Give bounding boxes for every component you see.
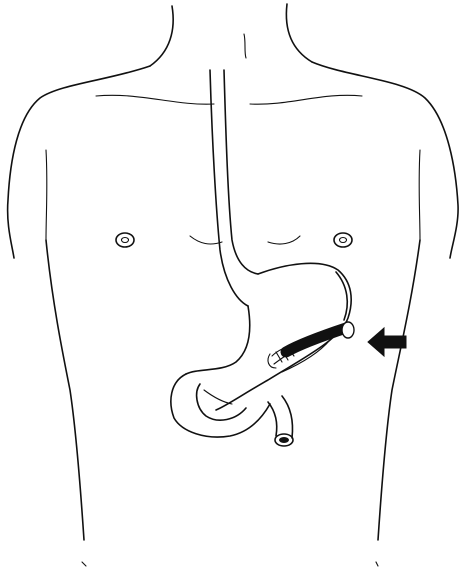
jejunum-end — [275, 434, 293, 446]
feeding-tube — [268, 322, 354, 368]
jejunum-left-wall — [268, 402, 277, 436]
duodenum-inner — [197, 384, 246, 420]
left-nipple — [116, 233, 134, 247]
left-armpit-line — [46, 150, 47, 240]
right-pectoral-line — [268, 236, 300, 244]
left-pectoral-line — [190, 236, 222, 244]
neck-right-outline — [286, 4, 312, 62]
trachea-notch — [244, 34, 246, 58]
right-clavicle — [250, 95, 362, 104]
jejunum-right-wall — [282, 396, 293, 438]
duodenum-outer — [171, 374, 270, 437]
duodenum-fold — [204, 390, 232, 404]
esophagus-right-wall — [224, 70, 258, 274]
bottom-right-mark — [376, 562, 378, 566]
right-nipple — [334, 233, 352, 247]
left-clavicle — [96, 95, 214, 104]
neck-left-outline — [150, 6, 173, 66]
bottom-left-mark — [82, 562, 86, 566]
torso-left-outline — [8, 66, 150, 540]
right-armpit-line — [419, 150, 420, 240]
torso-right-outline — [312, 62, 458, 540]
